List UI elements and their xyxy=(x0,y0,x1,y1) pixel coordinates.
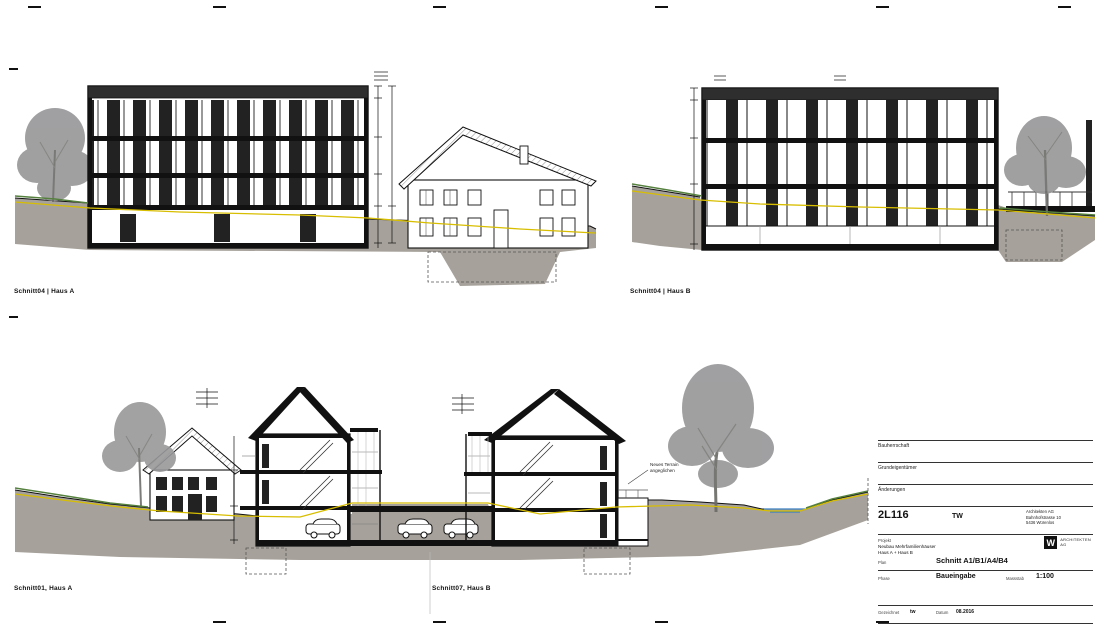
caption-section-haus-b: Schnitt04 | Haus B xyxy=(630,288,691,295)
plan-label: Plan xyxy=(878,560,887,565)
tree xyxy=(668,364,774,513)
title-block-rule xyxy=(878,484,1093,485)
field-aenderungen: Änderungen xyxy=(878,487,906,493)
office-line: Bahnhofstrasse 10 xyxy=(1026,514,1061,520)
title-block-rule xyxy=(878,605,1093,606)
underground-garage xyxy=(305,506,492,546)
tree xyxy=(17,108,94,203)
terrain-fill xyxy=(15,490,868,560)
annotation-text: Neues Terrain xyxy=(650,462,679,467)
title-block-rule xyxy=(878,506,1093,507)
field-grundeigentuemer: Grundeigentümer xyxy=(878,465,917,471)
logo-line: AG xyxy=(1060,541,1067,547)
office-line: Architekten AG xyxy=(1026,509,1054,514)
new-terrain-line xyxy=(999,207,1096,216)
project-number: 2L116 xyxy=(878,509,909,521)
tree xyxy=(102,402,176,507)
field-bauherrschaft: Bauherrschaft xyxy=(878,443,910,449)
trim-mark xyxy=(213,621,226,623)
new-terrain-line xyxy=(805,490,869,509)
trim-mark xyxy=(1058,6,1071,8)
drawn-label: Gezeichnet xyxy=(878,610,900,615)
date-value: 08.2016 xyxy=(956,609,975,615)
caption-long-section-b: Schnitt07, Haus B xyxy=(432,585,491,592)
trim-mark xyxy=(655,621,668,623)
title-block-rule xyxy=(878,440,1093,441)
project-line: Haus A + Haus B xyxy=(878,550,913,555)
basement-dashed-outline xyxy=(583,547,631,575)
title-block: Bauherrschaft Grundeigentümer Änderungen… xyxy=(878,437,1093,627)
drawn-value: tw xyxy=(910,609,916,615)
drawing-section-haus-a xyxy=(14,71,597,286)
scale-label: Massstab xyxy=(1006,576,1024,581)
project-label: Projekt xyxy=(878,538,892,543)
project-line: Neubau Mehrfamilienhäuser xyxy=(878,544,936,549)
new-terrain-line xyxy=(631,183,703,197)
date-label: Datum xyxy=(936,610,949,615)
annotation-text: angeglichen xyxy=(650,468,675,473)
trim-mark xyxy=(655,6,668,8)
dimension-lines xyxy=(690,75,846,250)
office-address: Architekten AG Bahnhofstrasse 10 5436 Wü… xyxy=(1026,509,1061,526)
dimension-lines xyxy=(196,388,474,544)
trim-mark xyxy=(213,6,226,8)
title-block-rule xyxy=(878,534,1093,535)
building-haus-b-section xyxy=(701,87,999,251)
plan-title: Schnitt A1/B1/A4/B4 xyxy=(936,556,1008,565)
architect-logo: W ARCHITEKTEN AG xyxy=(1044,536,1091,549)
pitched-roof-hatch xyxy=(398,126,597,190)
tree xyxy=(1004,116,1086,217)
title-block-rule xyxy=(878,623,1093,624)
trim-mark xyxy=(433,6,446,8)
basement-dashed-outline xyxy=(427,251,557,283)
logo-glyph: W xyxy=(1044,536,1058,549)
flat-roof-band xyxy=(87,85,369,99)
existing-terrain-line xyxy=(631,190,1096,219)
margin-tick xyxy=(9,316,18,318)
existing-terrain-line xyxy=(14,201,596,234)
project-code: TW xyxy=(952,513,963,520)
new-terrain-line xyxy=(14,487,149,508)
caption-section-haus-a: Schnitt04 | Haus A xyxy=(14,288,75,295)
basement-dashed-outline xyxy=(1005,229,1063,261)
pond-water-lines xyxy=(764,508,806,513)
trim-mark xyxy=(876,6,889,8)
trim-mark xyxy=(433,621,446,623)
dimension-lines xyxy=(374,71,396,248)
phase-value: Baueingabe xyxy=(936,573,976,580)
building-haus-a-section xyxy=(87,85,369,249)
neighbour-house xyxy=(398,126,597,249)
basement-dashed-outline xyxy=(245,547,287,575)
drawing-long-section: Neues Terrain angeglichen xyxy=(14,364,869,614)
margin-tick xyxy=(9,68,18,70)
existing-terrain-line xyxy=(14,493,869,518)
building-haus-b-long-section xyxy=(464,389,649,547)
flat-roof-band xyxy=(701,87,999,101)
title-block-rule xyxy=(878,462,1093,463)
logo-line: ARCHITEKTEN xyxy=(1060,536,1091,542)
trim-mark xyxy=(28,6,41,8)
phase-label: Phase xyxy=(878,576,890,581)
annotation: Neues Terrain angeglichen xyxy=(627,462,679,485)
drawing-section-haus-b xyxy=(631,75,1096,262)
office-line: 5436 Würenlos xyxy=(1026,520,1055,526)
building-haus-a-long-section xyxy=(240,387,382,547)
caption-long-section-a: Schnitt01, Haus A xyxy=(14,585,73,592)
title-block-rule xyxy=(878,570,1093,571)
scale-value: 1:100 xyxy=(1036,573,1054,580)
trim-mark xyxy=(876,621,889,623)
new-terrain-line xyxy=(14,195,89,204)
